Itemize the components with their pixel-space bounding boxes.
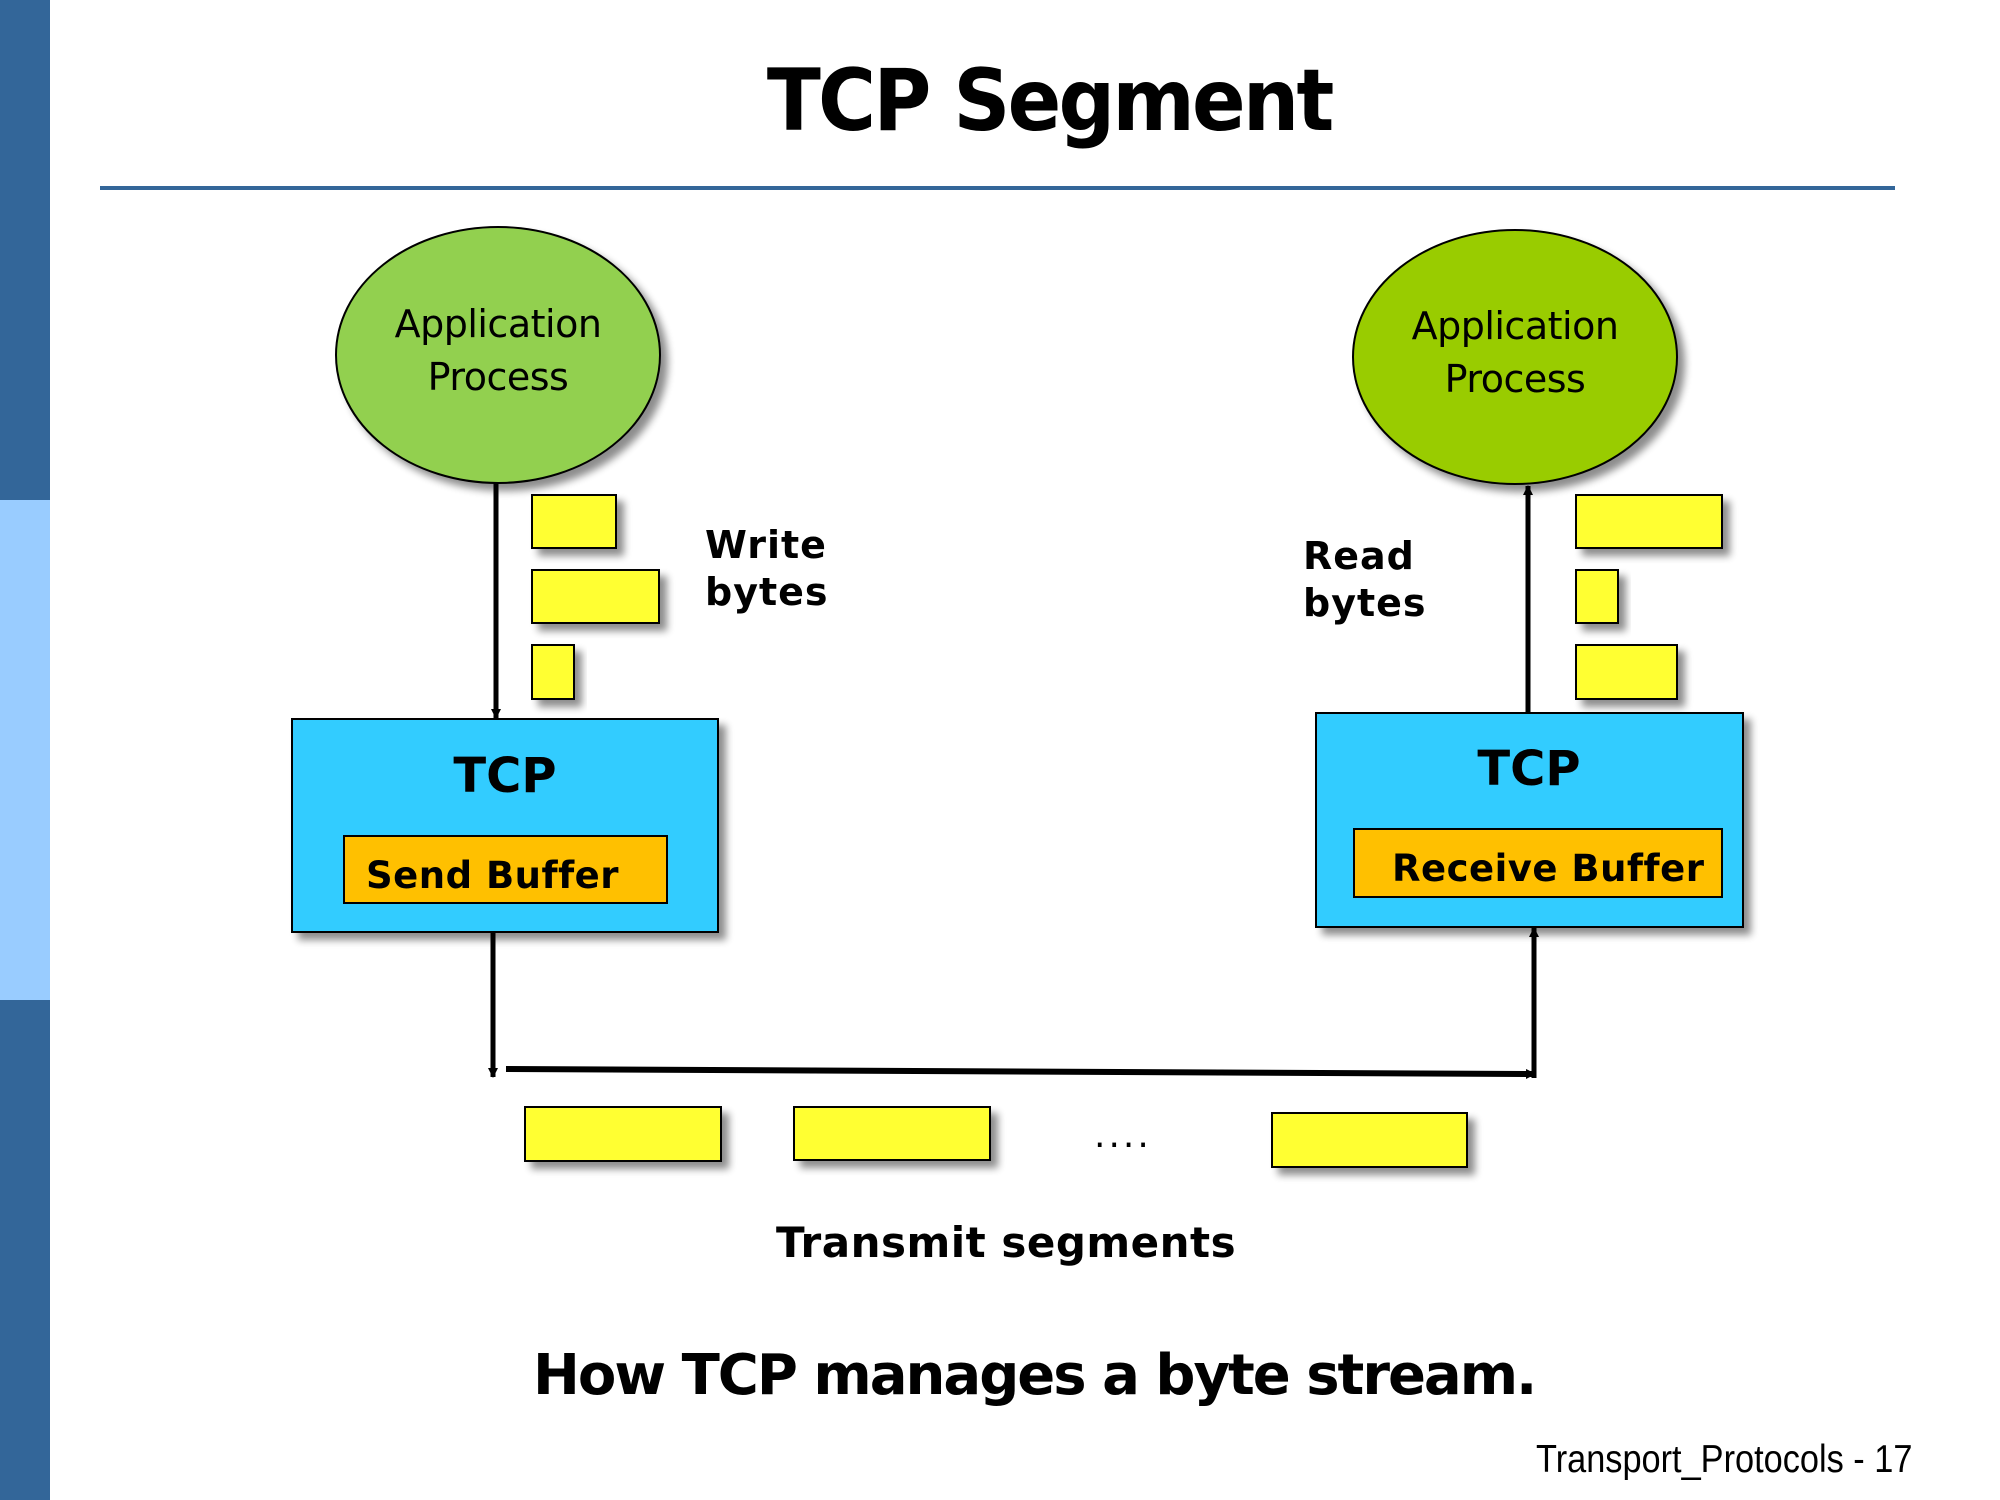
- receive-buffer-box: [1353, 828, 1723, 898]
- write-label-line2: bytes: [705, 570, 829, 614]
- send-buffer-box: [343, 835, 668, 904]
- sender-process-line2: Process: [427, 355, 569, 399]
- write-label-line1: Write: [705, 523, 827, 567]
- transmit-segment: [1271, 1112, 1468, 1168]
- write-byte-chunk: [531, 569, 660, 624]
- transmit-segments-label: Transmit segments: [776, 1218, 1237, 1267]
- receive-buffer-label: Receive Buffer: [1392, 847, 1705, 890]
- read-byte-chunk: [1575, 644, 1678, 700]
- read-bytes-label: Read bytes: [1303, 533, 1427, 627]
- transmit-segment: [793, 1106, 991, 1161]
- read-byte-chunk: [1575, 569, 1619, 624]
- transmit-arrow: [505, 1066, 1536, 1079]
- slide-caption: How TCP manages a byte stream.: [533, 1343, 1537, 1408]
- more-segments-ellipsis: ....: [1094, 1115, 1152, 1156]
- sidebar-band-middle: [0, 500, 50, 1000]
- receiver-process-line2: Process: [1444, 357, 1586, 401]
- write-byte-chunk: [531, 644, 575, 700]
- slide-footer: Transport_Protocols - 17: [1536, 1438, 1913, 1481]
- send-buffer-label: Send Buffer: [366, 854, 620, 897]
- receiver-process-line1: Application: [1411, 304, 1619, 348]
- receiver-process-label: Application Process: [1365, 300, 1665, 406]
- sender-process-label: Application Process: [348, 298, 648, 404]
- receiver-application-process: [1352, 229, 1678, 485]
- read-label-line2: bytes: [1303, 581, 1427, 625]
- receiver-tcp-label: TCP: [1477, 741, 1581, 797]
- read-byte-chunk: [1575, 494, 1723, 549]
- transmit-segment: [524, 1106, 722, 1162]
- write-bytes-label: Write bytes: [705, 522, 829, 616]
- slide-title: TCP Segment: [766, 51, 1335, 151]
- title-divider: [100, 186, 1895, 190]
- sender-tcp-label: TCP: [453, 748, 557, 804]
- sidebar-band-bottom: [0, 1000, 50, 1500]
- read-label-line1: Read: [1303, 534, 1415, 578]
- sender-process-line1: Application: [394, 302, 602, 346]
- write-byte-chunk: [531, 494, 617, 549]
- sidebar-band-top: [0, 0, 50, 500]
